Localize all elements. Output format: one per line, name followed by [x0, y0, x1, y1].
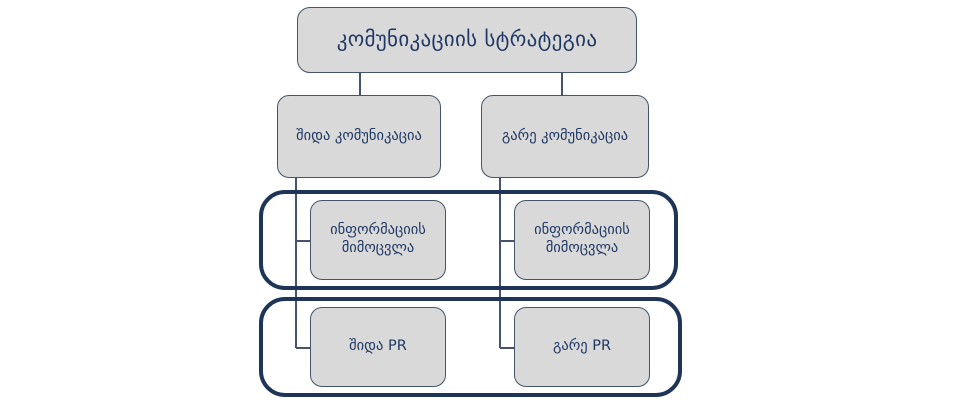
- node-internal-communication-label: შიდა კომუნიკაცია: [296, 127, 422, 144]
- node-internal-communication[interactable]: შიდა კომუნიკაცია: [277, 95, 441, 178]
- node-external-pr[interactable]: გარე PR: [514, 307, 650, 387]
- node-external-pr-label: გარე PR: [552, 338, 612, 355]
- node-external-communication-label: გარე კომუნიკაცია: [501, 127, 629, 144]
- node-external-information-exchange[interactable]: ინფორმაციის მიმოცვლა: [514, 200, 650, 280]
- node-communication-strategy[interactable]: კომუნიკაციის სტრატეგია: [297, 7, 637, 73]
- node-internal-pr[interactable]: შიდა PR: [310, 307, 446, 387]
- node-internal-information-exchange[interactable]: ინფორმაციის მიმოცვლა: [310, 200, 446, 280]
- node-internal-pr-label: შიდა PR: [349, 338, 407, 355]
- node-internal-information-exchange-label: ინფორმაციის მიმოცვლა: [330, 222, 426, 256]
- group-container-pr: [259, 297, 682, 397]
- node-external-communication[interactable]: გარე კომუნიკაცია: [481, 95, 649, 178]
- node-communication-strategy-label: კომუნიკაციის სტრატეგია: [336, 27, 598, 52]
- group-container-information-exchange: [259, 190, 678, 290]
- node-external-information-exchange-label: ინფორმაციის მიმოცვლა: [534, 222, 630, 256]
